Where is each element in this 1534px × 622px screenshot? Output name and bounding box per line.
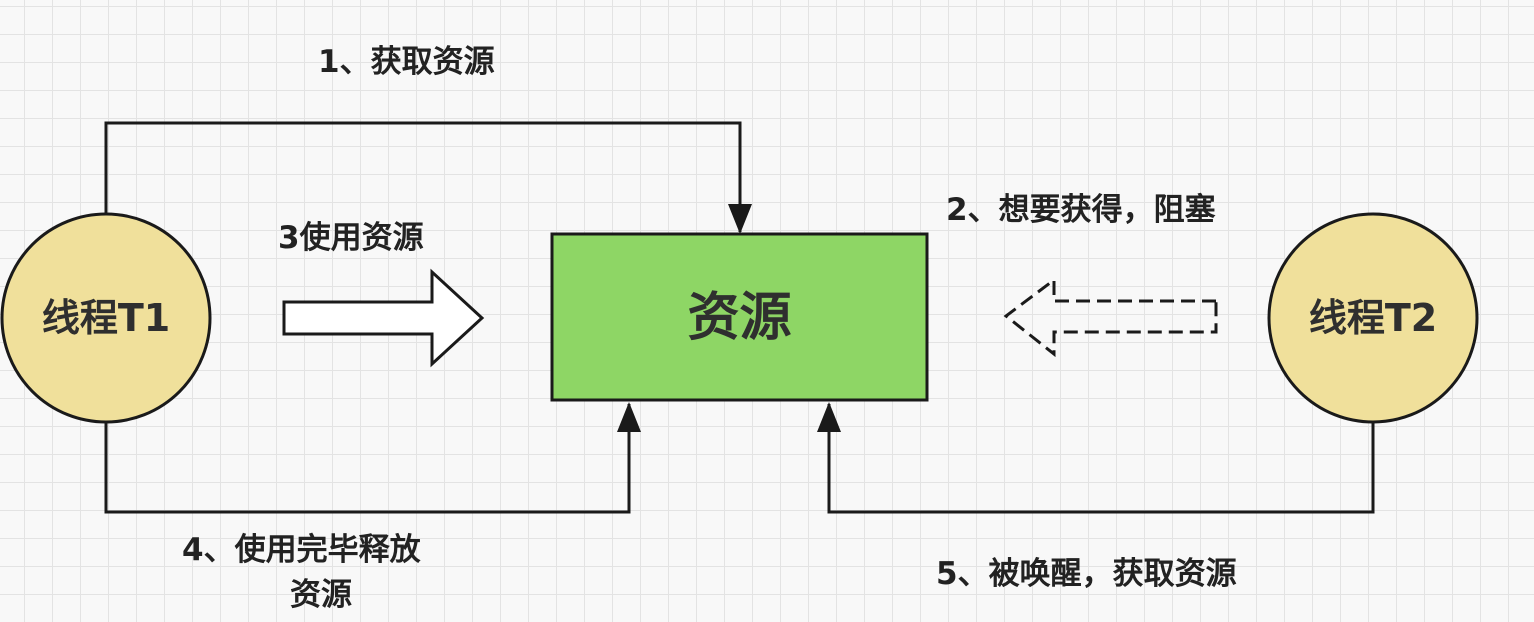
resource-node <box>550 232 929 402</box>
thread-t2-label: 线程T2 <box>1308 296 1438 340</box>
use-resource-block-arrow <box>282 268 485 368</box>
edge-woken-get-resource <box>827 404 1375 514</box>
step5-label: 5、被唤醒，获取资源 <box>936 556 1237 592</box>
thread-t1-node <box>0 212 212 424</box>
thread-t1-label: 线程T1 <box>41 296 171 340</box>
step2-label: 2、想要获得，阻塞 <box>946 192 1216 228</box>
edge-get-resource-arrowhead <box>728 204 752 234</box>
resource-label: 资源 <box>687 288 792 348</box>
step1-label: 1、获取资源 <box>318 44 495 80</box>
step3-label: 3使用资源 <box>278 220 424 256</box>
edge-get-resource <box>104 121 742 232</box>
blocked-dashed-block-arrow <box>1003 277 1218 358</box>
edge-woken-get-resource-arrowhead <box>817 402 841 432</box>
edge-release-resource-arrowhead <box>617 402 641 432</box>
edge-release-resource <box>104 404 631 514</box>
step4-label-line2: 资源 <box>290 577 352 613</box>
step4-label-line1: 4、使用完毕释放 <box>182 532 421 568</box>
thread-t2-node <box>1267 212 1479 424</box>
